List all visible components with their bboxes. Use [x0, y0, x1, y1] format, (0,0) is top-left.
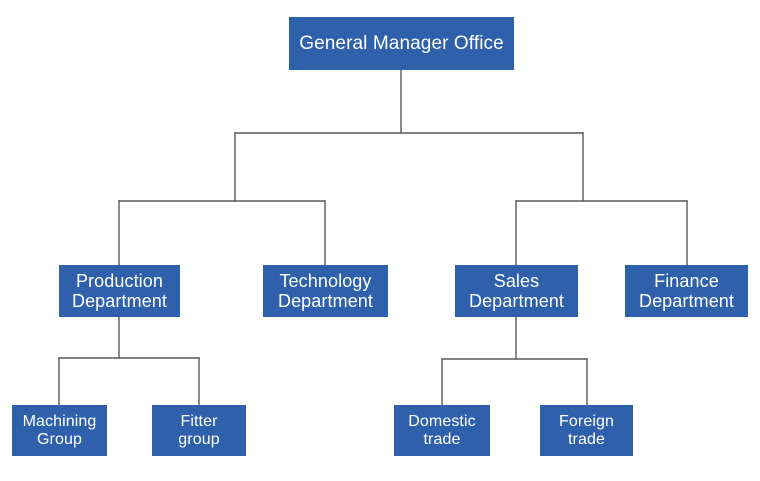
node-fitter-group[interactable]: Fitter group: [152, 405, 246, 456]
node-sales-department[interactable]: Sales Department: [455, 265, 578, 317]
node-machining-group[interactable]: Machining Group: [12, 405, 107, 456]
node-finance-department[interactable]: Finance Department: [625, 265, 748, 317]
node-domestic-trade[interactable]: Domestic trade: [394, 405, 490, 456]
node-production-department[interactable]: Production Department: [59, 265, 180, 317]
node-general-manager-office[interactable]: General Manager Office: [289, 17, 514, 70]
node-technology-department[interactable]: Technology Department: [263, 265, 388, 317]
node-foreign-trade[interactable]: Foreign trade: [540, 405, 633, 456]
